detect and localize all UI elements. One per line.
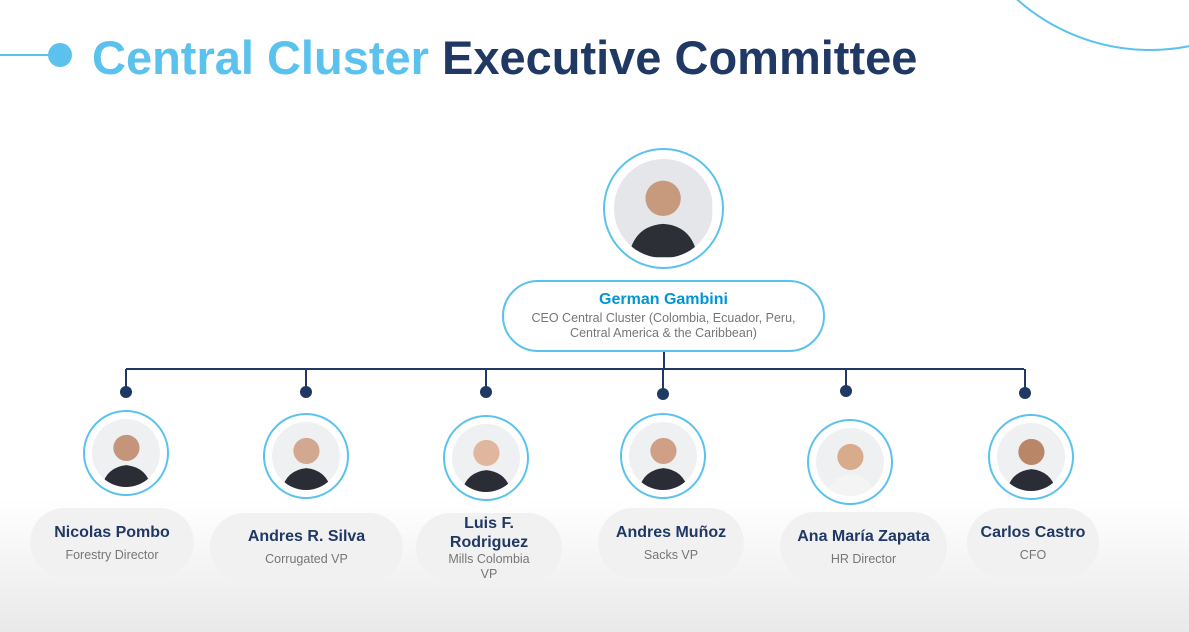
member-card: Luis F. Rodriguez Mills Colombia VP [416,513,562,582]
member-photo [988,414,1074,500]
member-photo [807,419,893,505]
connector-dot [480,386,492,398]
person-icon [451,423,521,493]
person-icon [614,159,713,258]
member-name: Carlos Castro [980,523,1086,541]
connector-line [125,369,127,392]
ceo-card: German Gambini CEO Central Cluster (Colo… [502,280,825,352]
connector-line [662,369,664,394]
connector-dot [120,386,132,398]
connector-dot [1019,387,1031,399]
title-rest: Executive Committee [441,31,918,84]
member-photo [263,413,349,499]
member-card: Ana María Zapata HR Director [780,512,947,582]
member-photo [83,410,169,496]
member-name: Andres Muñoz [615,524,727,541]
member-role: CFO [1019,547,1047,562]
ceo-role-line2: Central America & the Caribbean) [570,326,757,340]
connector-line [845,369,847,391]
connector-line [305,369,307,392]
member-name: Luis F. Rodriguez [449,514,529,551]
connector-dot [300,386,312,398]
person-icon [996,422,1066,492]
person-icon [271,421,341,491]
connector-dot [840,385,852,397]
member-role: Sacks VP [643,548,699,562]
member-name: Nicolas Pombo [54,523,170,541]
member-name: Ana María Zapata [797,528,930,545]
member-role: Forestry Director [65,547,159,562]
ceo-role-line1: CEO Central Cluster (Colombia, Ecuador, … [531,311,796,325]
person-icon [91,418,161,488]
page-title: Central Cluster Executive Committee [92,30,917,85]
member-role: Corrugated VP [265,552,348,566]
member-card: Carlos Castro CFO [967,508,1099,577]
connector-line [1024,369,1026,393]
title-accent: Central Cluster [92,31,429,84]
member-card: Andres Muñoz Sacks VP [598,508,744,578]
member-photo [620,413,706,499]
person-icon [628,421,698,491]
connector-dot [657,388,669,400]
member-role: HR Director [830,552,897,566]
member-photo [443,415,529,501]
person-icon [815,427,885,497]
connector-line [485,369,487,392]
member-card: Andres R. Silva Corrugated VP [210,513,403,581]
member-card: Nicolas Pombo Forestry Director [30,508,194,577]
member-name: Andres R. Silva [247,528,366,545]
member-role: Mills Colombia VP [448,551,530,581]
ceo-photo [603,148,724,269]
ceo-name: German Gambini [599,291,728,308]
